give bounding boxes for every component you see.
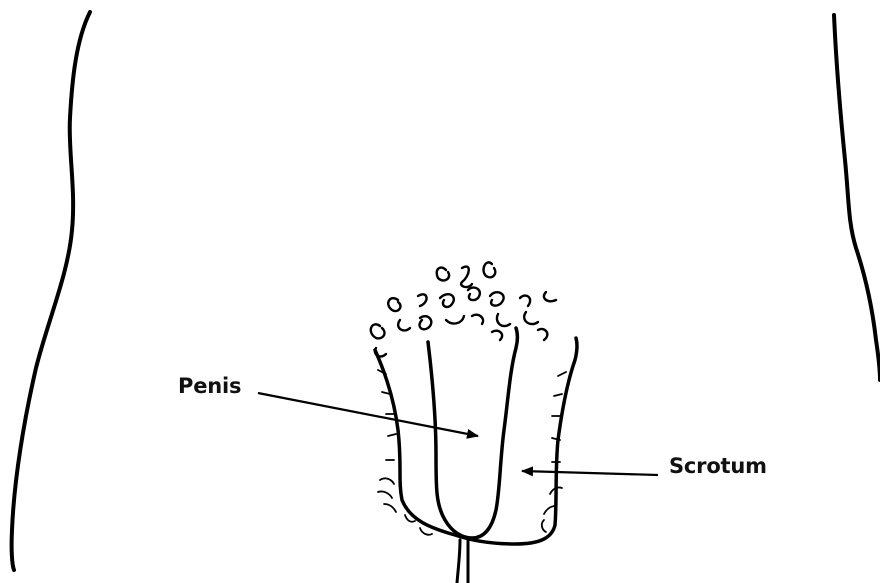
leg-line-left (457, 540, 460, 583)
pubic-hair (371, 262, 556, 356)
penis-label: Penis (178, 374, 241, 398)
scrotum-arrow (522, 471, 658, 475)
penis-outline (428, 328, 518, 538)
body-outline-right (834, 15, 880, 380)
scrotum-label: Scrotum (669, 454, 767, 478)
body-outline-left (12, 12, 90, 570)
scrotum-outline (375, 338, 577, 544)
penis-arrow (258, 393, 478, 436)
